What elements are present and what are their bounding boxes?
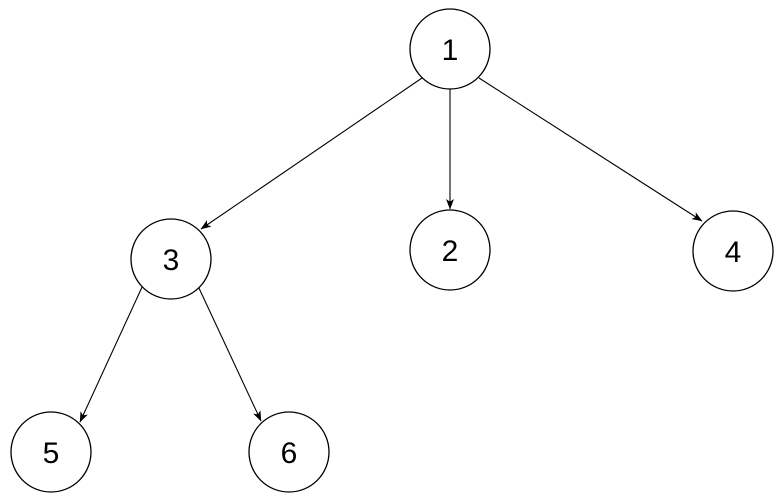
tree-node-1: 1 (409, 8, 491, 90)
node-circle-1 (409, 8, 491, 90)
tree-node-6: 6 (248, 411, 330, 493)
tree-node-4: 4 (692, 210, 774, 292)
tree-node-3: 3 (130, 218, 212, 300)
node-circle-6 (248, 411, 330, 493)
edge-1-4 (478, 77, 703, 222)
node-label-1: 1 (442, 34, 459, 67)
node-label-2: 2 (442, 235, 459, 268)
edge-1-3 (200, 77, 423, 230)
edge-3-5 (79, 284, 144, 423)
nodes-layer: 1 3 2 4 5 6 (10, 8, 774, 493)
node-circle-4 (692, 210, 774, 292)
tree-node-5: 5 (10, 411, 92, 493)
node-label-4: 4 (725, 236, 742, 269)
node-circle-5 (10, 411, 92, 493)
node-label-3: 3 (163, 244, 180, 277)
tree-node-2: 2 (409, 209, 491, 291)
node-label-5: 5 (43, 437, 60, 470)
node-circle-2 (409, 209, 491, 291)
node-circle-3 (130, 218, 212, 300)
node-label-6: 6 (281, 437, 298, 470)
edges-layer (79, 77, 703, 423)
edge-3-6 (197, 285, 262, 422)
